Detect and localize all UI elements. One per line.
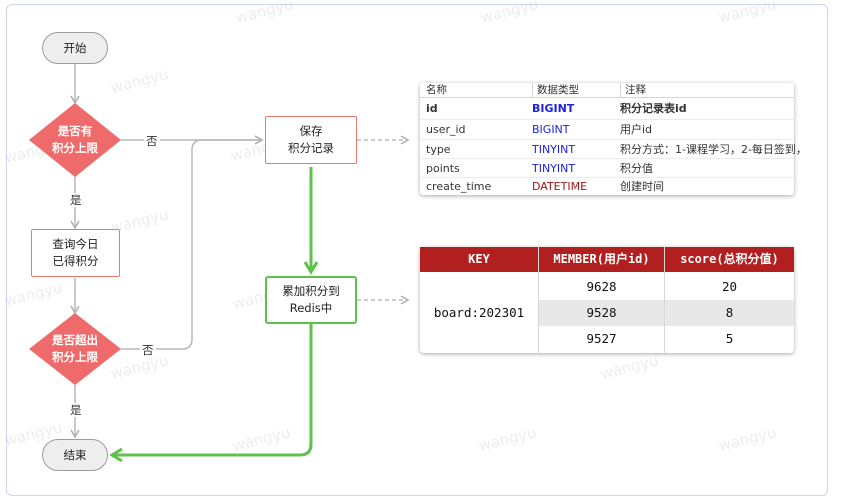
table-row: id BIGINT 积分记录表id	[420, 99, 794, 118]
save-record-line2: 积分记录	[288, 141, 334, 155]
fields-table-header: 名称 数据类型 注释	[420, 83, 794, 98]
redis-member-cell: 9628	[586, 279, 617, 294]
no-label-decision1: 否	[144, 134, 160, 148]
field-name: create_time	[426, 180, 492, 193]
decision1-label: 是否有 积分上限	[35, 122, 115, 158]
end-node: 结束	[42, 439, 108, 471]
redis-header-key: KEY	[420, 247, 538, 272]
diagram-canvas: wangyu wangyu wangyu wangyu wangyu wangy…	[3, 0, 828, 496]
field-name: type	[426, 143, 451, 156]
row-divider	[420, 158, 794, 159]
field-type: DATETIME	[532, 180, 588, 193]
save-record-line1: 保存	[299, 124, 323, 138]
save-record-node: 保存 积分记录	[265, 116, 357, 164]
green-connectors	[112, 167, 311, 455]
header-name: 名称	[426, 84, 447, 96]
yes-label-decision2: 是	[68, 403, 84, 417]
column-divider	[664, 247, 665, 353]
field-comment: 积分记录表id	[620, 102, 687, 115]
decision1-line1: 是否有	[57, 124, 93, 138]
header-comment: 注释	[620, 83, 792, 98]
redis-member-cell: 9527	[586, 331, 617, 346]
redis-header-member: MEMBER(用户id)	[539, 247, 664, 272]
row-divider	[420, 177, 794, 178]
redis-header-score: score(总积分值)	[665, 247, 794, 272]
field-type: BIGINT	[532, 123, 570, 136]
redis-member-cell: 9528	[539, 300, 664, 326]
column-divider	[538, 247, 539, 353]
decision2-line1: 是否超出	[52, 333, 98, 347]
field-comment: 积分方式：1-课程学习，2-每日签到，	[620, 143, 807, 156]
field-type: BIGINT	[532, 102, 575, 115]
table-row: user_id BIGINT 用户id	[420, 120, 794, 139]
field-type: TINYINT	[532, 143, 576, 156]
header-type: 数据类型	[532, 83, 616, 98]
add-redis-node: 累加积分到 Redis中	[265, 276, 357, 324]
field-name: user_id	[426, 123, 466, 136]
table-row: create_time DATETIME 创建时间	[420, 177, 794, 196]
table-row: type TINYINT 积分方式：1-课程学习，2-每日签到，	[420, 140, 807, 159]
decision2-diamond	[29, 313, 121, 385]
add-redis-line1: 累加积分到	[282, 284, 340, 298]
points-record-fields-table: 名称 数据类型 注释 id BIGINT 积分记录表id user_id BIG…	[420, 83, 807, 196]
redis-score-cell: 20	[721, 279, 738, 294]
arrow-decision2-no	[121, 135, 264, 350]
dashed-connectors	[357, 135, 410, 305]
query-today-node: 查询今日 已得积分	[31, 229, 120, 277]
redis-zset-table: KEY MEMBER(用户id) score(总积分值) board:20230…	[420, 247, 794, 353]
row-divider	[420, 119, 794, 120]
yes-label-decision1: 是	[68, 193, 84, 207]
redis-key-cell: board:202301	[433, 305, 525, 320]
decision1-diamond	[29, 103, 121, 177]
no-label-decision2: 否	[140, 343, 156, 357]
field-comment: 创建时间	[620, 180, 664, 193]
green-arrow-redis-to-end	[112, 324, 313, 455]
field-name: id	[426, 102, 438, 115]
query-today-line2: 已得积分	[52, 254, 99, 268]
field-comment: 积分值	[620, 162, 653, 175]
field-type: TINYINT	[532, 162, 576, 175]
row-divider	[420, 139, 794, 140]
decision1-line2: 积分上限	[52, 141, 98, 155]
redis-score-cell: 5	[725, 331, 734, 346]
decision2-label: 是否超出 积分上限	[35, 331, 115, 367]
decision2-line2: 积分上限	[52, 350, 98, 364]
end-node-label: 结束	[63, 447, 87, 462]
field-name: points	[426, 162, 460, 175]
field-comment: 用户id	[620, 123, 653, 136]
redis-score-cell: 8	[665, 300, 794, 326]
connector-layer	[29, 64, 410, 484]
start-node-label: 开始	[63, 40, 87, 55]
start-node: 开始	[42, 32, 108, 64]
table-row: points TINYINT 积分值	[420, 159, 794, 178]
add-redis-line2: Redis中	[289, 301, 333, 315]
query-today-line1: 查询今日	[52, 237, 99, 251]
